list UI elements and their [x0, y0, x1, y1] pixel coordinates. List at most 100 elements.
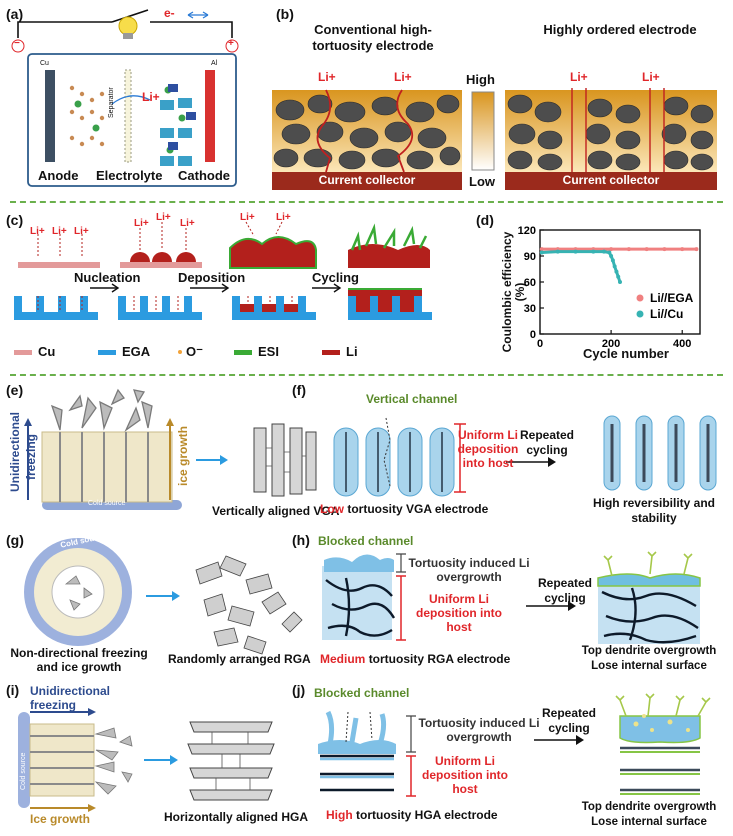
- h-result: Top dendrite overgrowth Lose internal su…: [581, 645, 717, 672]
- h-electrode-row: Medium tortuosity RGA electrode: [320, 652, 510, 666]
- y-tick-label: 120: [518, 225, 536, 237]
- j-blocked: Blocked channel: [314, 686, 410, 700]
- c-li-6: Li+: [180, 218, 195, 229]
- divider-1: [10, 201, 723, 203]
- y-tick-label: 30: [524, 303, 536, 315]
- legend-li: Li: [346, 344, 358, 359]
- j-result: Top dendrite overgrowth Lose internal su…: [581, 801, 717, 828]
- data-point: [539, 250, 544, 255]
- scale-low: Low: [469, 174, 495, 189]
- legend-label: Li//Cu: [650, 307, 683, 321]
- data-point: [607, 250, 612, 255]
- data-point: [539, 247, 544, 252]
- x-tick-label: 400: [673, 338, 691, 350]
- cu-label: Cu: [40, 60, 49, 67]
- panel-label-i: (i): [6, 682, 20, 698]
- c-li-5: Li+: [156, 212, 171, 223]
- panel-label-c: (c): [6, 212, 24, 228]
- legend-label: Li//EGA: [650, 291, 694, 305]
- j-overgrowth: Tortuosity induced Li overgrowth: [418, 716, 540, 744]
- h-electrode: tortuosity RGA electrode: [368, 652, 511, 666]
- collector-left: Current collector: [318, 173, 416, 187]
- h-repeated: Repeated cycling: [537, 576, 593, 605]
- legend-cu: Cu: [38, 344, 56, 359]
- f-electrode: tortuosity VGA electrode: [347, 502, 489, 516]
- data-point: [610, 258, 615, 263]
- h-uniform: Uniform Li deposition into host: [416, 592, 502, 634]
- f-uniform: Uniform Li deposition into host: [457, 428, 519, 470]
- data-point: [609, 254, 614, 258]
- i-caption: Horizontally aligned HGA: [164, 810, 309, 824]
- data-point: [614, 269, 619, 274]
- h-tortuosity-word: Medium: [320, 652, 366, 666]
- panel-label-h: (h): [292, 532, 310, 548]
- f-result: High reversibility and stability: [592, 496, 716, 525]
- cycling-label: Cycling: [312, 270, 359, 285]
- divider-2: [10, 374, 723, 376]
- b-li-3: Li+: [570, 70, 588, 84]
- c-li-1: Li+: [30, 226, 45, 237]
- panel-label-j: (j): [292, 682, 306, 698]
- panel-label-a: (a): [6, 6, 24, 22]
- data-point: [616, 274, 621, 279]
- data-point: [609, 247, 614, 252]
- h-overgrowth: Tortuosity induced Li overgrowth: [408, 556, 530, 584]
- i-unidirectional: Unidirectional: [30, 684, 111, 698]
- g-caption: Randomly arranged RGA: [168, 652, 311, 666]
- data-point: [680, 247, 685, 252]
- li-ion-label: Li+: [142, 90, 160, 104]
- data-point: [591, 249, 596, 254]
- data-point: [612, 264, 617, 269]
- y-tick-label: 90: [524, 251, 536, 263]
- i-ice-growth: Ice growth: [30, 812, 91, 826]
- legend-esi: ESI: [258, 344, 279, 359]
- c-li-7: Li+: [240, 212, 255, 223]
- legend-o: O⁻: [186, 344, 203, 359]
- legend-marker: [636, 310, 644, 318]
- al-label: Al: [211, 60, 218, 67]
- panel-label-g: (g): [6, 532, 24, 548]
- deposition-label: Deposition: [178, 270, 246, 285]
- d-xlabel: Cycle number: [583, 346, 669, 361]
- cathode-label: Cathode: [178, 168, 230, 183]
- data-point: [626, 247, 631, 252]
- b-li-2: Li+: [394, 70, 412, 84]
- collector-right: Current collector: [562, 173, 660, 187]
- deposition-process: [14, 221, 432, 355]
- f-vertical-channel: Vertical channel: [366, 392, 458, 406]
- b-li-1: Li+: [318, 70, 336, 84]
- scale-high: High: [466, 72, 495, 87]
- minus-terminal: −: [14, 38, 20, 49]
- left-electrode-title: Conventional high-tortuosity electrode: [312, 22, 434, 53]
- f-electrode-row: Low tortuosity VGA electrode: [320, 502, 488, 516]
- vga-freezing-illustration: [24, 388, 317, 510]
- c-li-4: Li+: [134, 218, 149, 229]
- j-electrode-row: High tortuosity HGA electrode: [326, 808, 498, 822]
- data-point: [618, 280, 622, 284]
- j-repeated: Repeated cycling: [541, 706, 597, 735]
- panel-label-d: (d): [476, 212, 494, 228]
- c-li-3: Li+: [74, 226, 89, 237]
- legend-ega: EGA: [122, 344, 151, 359]
- electrolyte-label: Electrolyte: [96, 168, 163, 183]
- data-point: [662, 247, 667, 252]
- j-electrode: tortuosity HGA electrode: [356, 808, 498, 822]
- right-electrode-title: Highly ordered electrode: [543, 22, 697, 37]
- c-li-2: Li+: [52, 226, 67, 237]
- panel-label-f: (f): [292, 382, 306, 398]
- data-point: [694, 247, 699, 252]
- x-tick-label: 200: [602, 338, 620, 350]
- g-left-caption: Non-directional freezing and ice growth: [10, 646, 148, 674]
- y-tick-label: 60: [524, 277, 536, 289]
- i-freezing: freezing: [30, 698, 77, 712]
- battery-schematic: [11, 9, 239, 187]
- hga-freezing-illustration: [18, 708, 275, 812]
- panel-label-e: (e): [6, 382, 24, 398]
- data-point: [555, 249, 560, 254]
- electron-label: e-: [164, 6, 175, 20]
- vga-electrode-illustration: [333, 415, 717, 497]
- b-li-4: Li+: [642, 70, 660, 84]
- e-caption: Vertically aligned VGA: [212, 504, 340, 518]
